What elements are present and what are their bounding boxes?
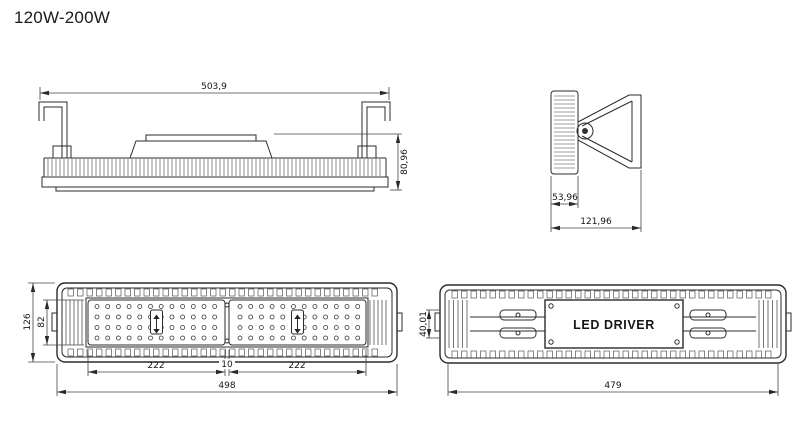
adjust-arrow-icon-left [150, 309, 163, 335]
gap-screw-top [224, 302, 230, 308]
end-body-width-label: 53,96 [552, 193, 578, 203]
driver-box [129, 140, 273, 159]
driver-screw [674, 303, 680, 309]
end-body-fins [554, 95, 575, 169]
driver-screw [548, 303, 554, 309]
front-inner-frame [61, 287, 393, 358]
spring-clips-right [689, 309, 727, 339]
rear-bottom-notches [451, 350, 772, 359]
spring-clips-left [499, 309, 537, 339]
led-panel [85, 297, 369, 348]
front-left-tab [51, 312, 58, 332]
front-total-width-label: 498 [218, 381, 235, 391]
front-gap-label: 10 [221, 360, 233, 370]
led-driver-label: LED DRIVER [573, 318, 655, 332]
front-right-tab [396, 312, 403, 332]
rear-left-tab [434, 312, 441, 332]
rear-view: LED DRIVER 40,01 479 [419, 284, 792, 396]
led-driver-box [544, 299, 684, 349]
side-height-label: 80,96 [400, 149, 410, 175]
mounting-rails [470, 316, 756, 332]
side-width-dimension [39, 87, 390, 100]
front-outer-frame [56, 282, 398, 363]
yoke-bracket [577, 94, 642, 169]
heatsink-fins [47, 159, 381, 176]
rear-inner-width-label: 479 [604, 381, 621, 391]
led-dots-right [237, 304, 361, 341]
front-right-endcap-ribs [369, 300, 387, 345]
side-view: 503,9 80,96 [38, 82, 410, 192]
right-mounting-bracket [357, 101, 391, 159]
rear-left-endcap-ribs [448, 300, 468, 348]
page-title: 120W-200W [14, 8, 110, 27]
end-overall-width-label: 121,96 [580, 217, 612, 227]
front-outer-height-label: 126 [23, 313, 33, 330]
led-module-left [87, 299, 226, 346]
led-dots-left [94, 304, 218, 341]
left-mounting-bracket [38, 101, 72, 159]
end-dimensions [550, 170, 642, 232]
front-left-endcap-ribs [65, 300, 83, 345]
led-module-right [228, 299, 367, 346]
gap-screw-bottom [224, 338, 230, 344]
side-width-label: 503,9 [201, 82, 227, 92]
rear-inner-frame [444, 289, 782, 359]
front-module-left-label: 222 [147, 361, 164, 371]
end-body-profile [550, 90, 579, 175]
front-top-notches [67, 288, 378, 297]
driver-screw [674, 339, 680, 345]
heatsink-body [41, 134, 389, 192]
rear-right-endcap-ribs [758, 300, 778, 348]
pivot-bolt-outer [576, 122, 594, 140]
front-module-height-label: 82 [37, 316, 47, 327]
pivot-bolt-inner [582, 128, 588, 134]
front-view: 126 82 222 10 222 498 [23, 282, 403, 396]
side-height-dimension [274, 133, 402, 191]
front-dimensions [28, 282, 398, 396]
front-bottom-notches [67, 348, 378, 357]
rear-dimensions [426, 309, 779, 396]
rear-right-tab [785, 312, 792, 332]
adjust-arrow-icon-right [291, 309, 304, 335]
front-module-right-label: 222 [288, 361, 305, 371]
end-view: 53,96 121,96 [550, 90, 642, 232]
rear-bracket-height-label: 40,01 [419, 311, 429, 337]
rear-top-notches [451, 290, 772, 299]
driver-screw [548, 339, 554, 345]
